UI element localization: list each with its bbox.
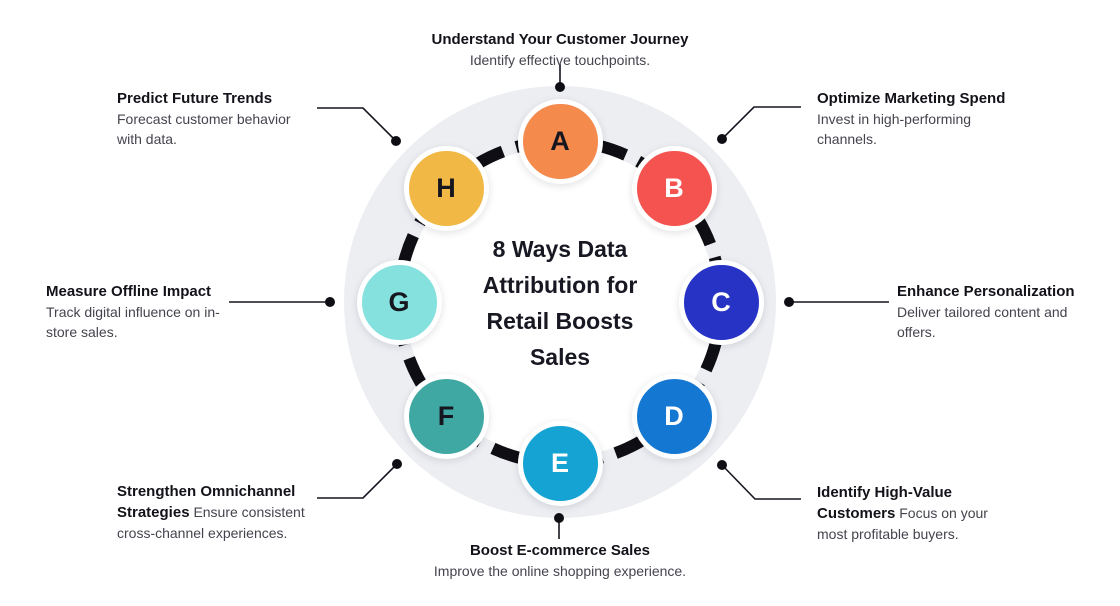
callout-bottom-left: Strengthen Omnichannel Strategies Ensure… <box>117 481 327 543</box>
dot-bottom-left <box>392 459 402 469</box>
node-c-label: C <box>711 286 731 317</box>
callout-bottom-left-heading: Strengthen Omnichannel Strategies <box>117 483 296 521</box>
dot-left <box>325 297 335 307</box>
node-b-label: B <box>664 172 684 203</box>
connector-top-right <box>721 106 801 140</box>
node-d-label: D <box>664 400 684 431</box>
callout-bottom-body: Improve the online shopping experience. <box>433 563 687 579</box>
node-e: E <box>517 420 603 506</box>
node-a: A <box>517 98 603 184</box>
title-line-3: Retail Boosts <box>486 308 634 334</box>
node-b: B <box>631 145 717 231</box>
inner-disc <box>405 147 715 457</box>
node-f: F <box>403 373 489 459</box>
callout-right: Enhance Personalization Deliver tailored… <box>897 282 1097 342</box>
callout-bottom: Boost E-commerce Sales Improve the onlin… <box>310 541 810 581</box>
dot-right <box>784 297 794 307</box>
callout-bottom-right-heading: Identify High-Value Customers <box>817 484 953 522</box>
callout-top-left: Predict Future Trends Forecast customer … <box>117 89 307 149</box>
callout-top-body: Identify effective touchpoints. <box>469 52 651 68</box>
title-line-2: Attribution for <box>482 272 638 298</box>
callout-left: Measure Offline Impact Track digital inf… <box>46 282 246 342</box>
callout-top-left-body: Forecast customer behavior with data. <box>117 111 291 147</box>
dot-bottom-right <box>717 460 727 470</box>
callout-top-right-heading: Optimize Marketing Spend <box>817 90 1006 107</box>
connector-bottom-right <box>721 464 801 500</box>
dot-top-right <box>717 134 727 144</box>
callout-top-right-body: Invest in high-performing channels. <box>817 111 972 147</box>
dot-top-left <box>391 136 401 146</box>
node-d: D <box>631 373 717 459</box>
connector-bottom-left <box>317 463 398 499</box>
node-g: G <box>356 259 442 345</box>
node-h-label: H <box>436 172 456 203</box>
dot-top <box>555 82 565 92</box>
callout-bottom-right: Identify High-Value Customers Focus on y… <box>817 482 995 544</box>
callout-left-heading: Measure Offline Impact <box>46 283 212 300</box>
node-f-label: F <box>437 400 455 431</box>
callout-bottom-heading: Boost E-commerce Sales <box>469 542 651 559</box>
node-a-label: A <box>550 125 570 156</box>
title-line-4: Sales <box>529 344 591 370</box>
callout-bottom-left-body: Ensure consistent cross-channel experien… <box>117 504 305 541</box>
connector-lines <box>229 64 889 539</box>
callout-top: Understand Your Customer Journey Identif… <box>310 30 810 70</box>
page-title: 8 Ways Data Attribution for Retail Boost… <box>410 231 710 375</box>
callout-right-body: Deliver tailored content and offers. <box>897 304 1068 340</box>
callout-top-heading: Understand Your Customer Journey <box>431 31 689 48</box>
title-line-1: 8 Ways Data <box>492 236 628 262</box>
node-c: C <box>678 259 764 345</box>
callout-top-left-heading: Predict Future Trends <box>117 90 273 107</box>
dot-bottom <box>554 513 564 523</box>
node-e-label: E <box>550 447 569 478</box>
connector-top-left <box>317 107 397 142</box>
callout-right-heading: Enhance Personalization <box>897 283 1075 300</box>
node-g-label: G <box>388 286 410 317</box>
callout-left-body: Track digital influence on in-store sale… <box>46 304 220 340</box>
node-h: H <box>403 145 489 231</box>
connector-dots <box>325 82 794 523</box>
callout-bottom-right-body: Focus on your most profitable buyers. <box>817 505 988 542</box>
callout-top-right: Optimize Marketing Spend Invest in high-… <box>817 89 1005 149</box>
